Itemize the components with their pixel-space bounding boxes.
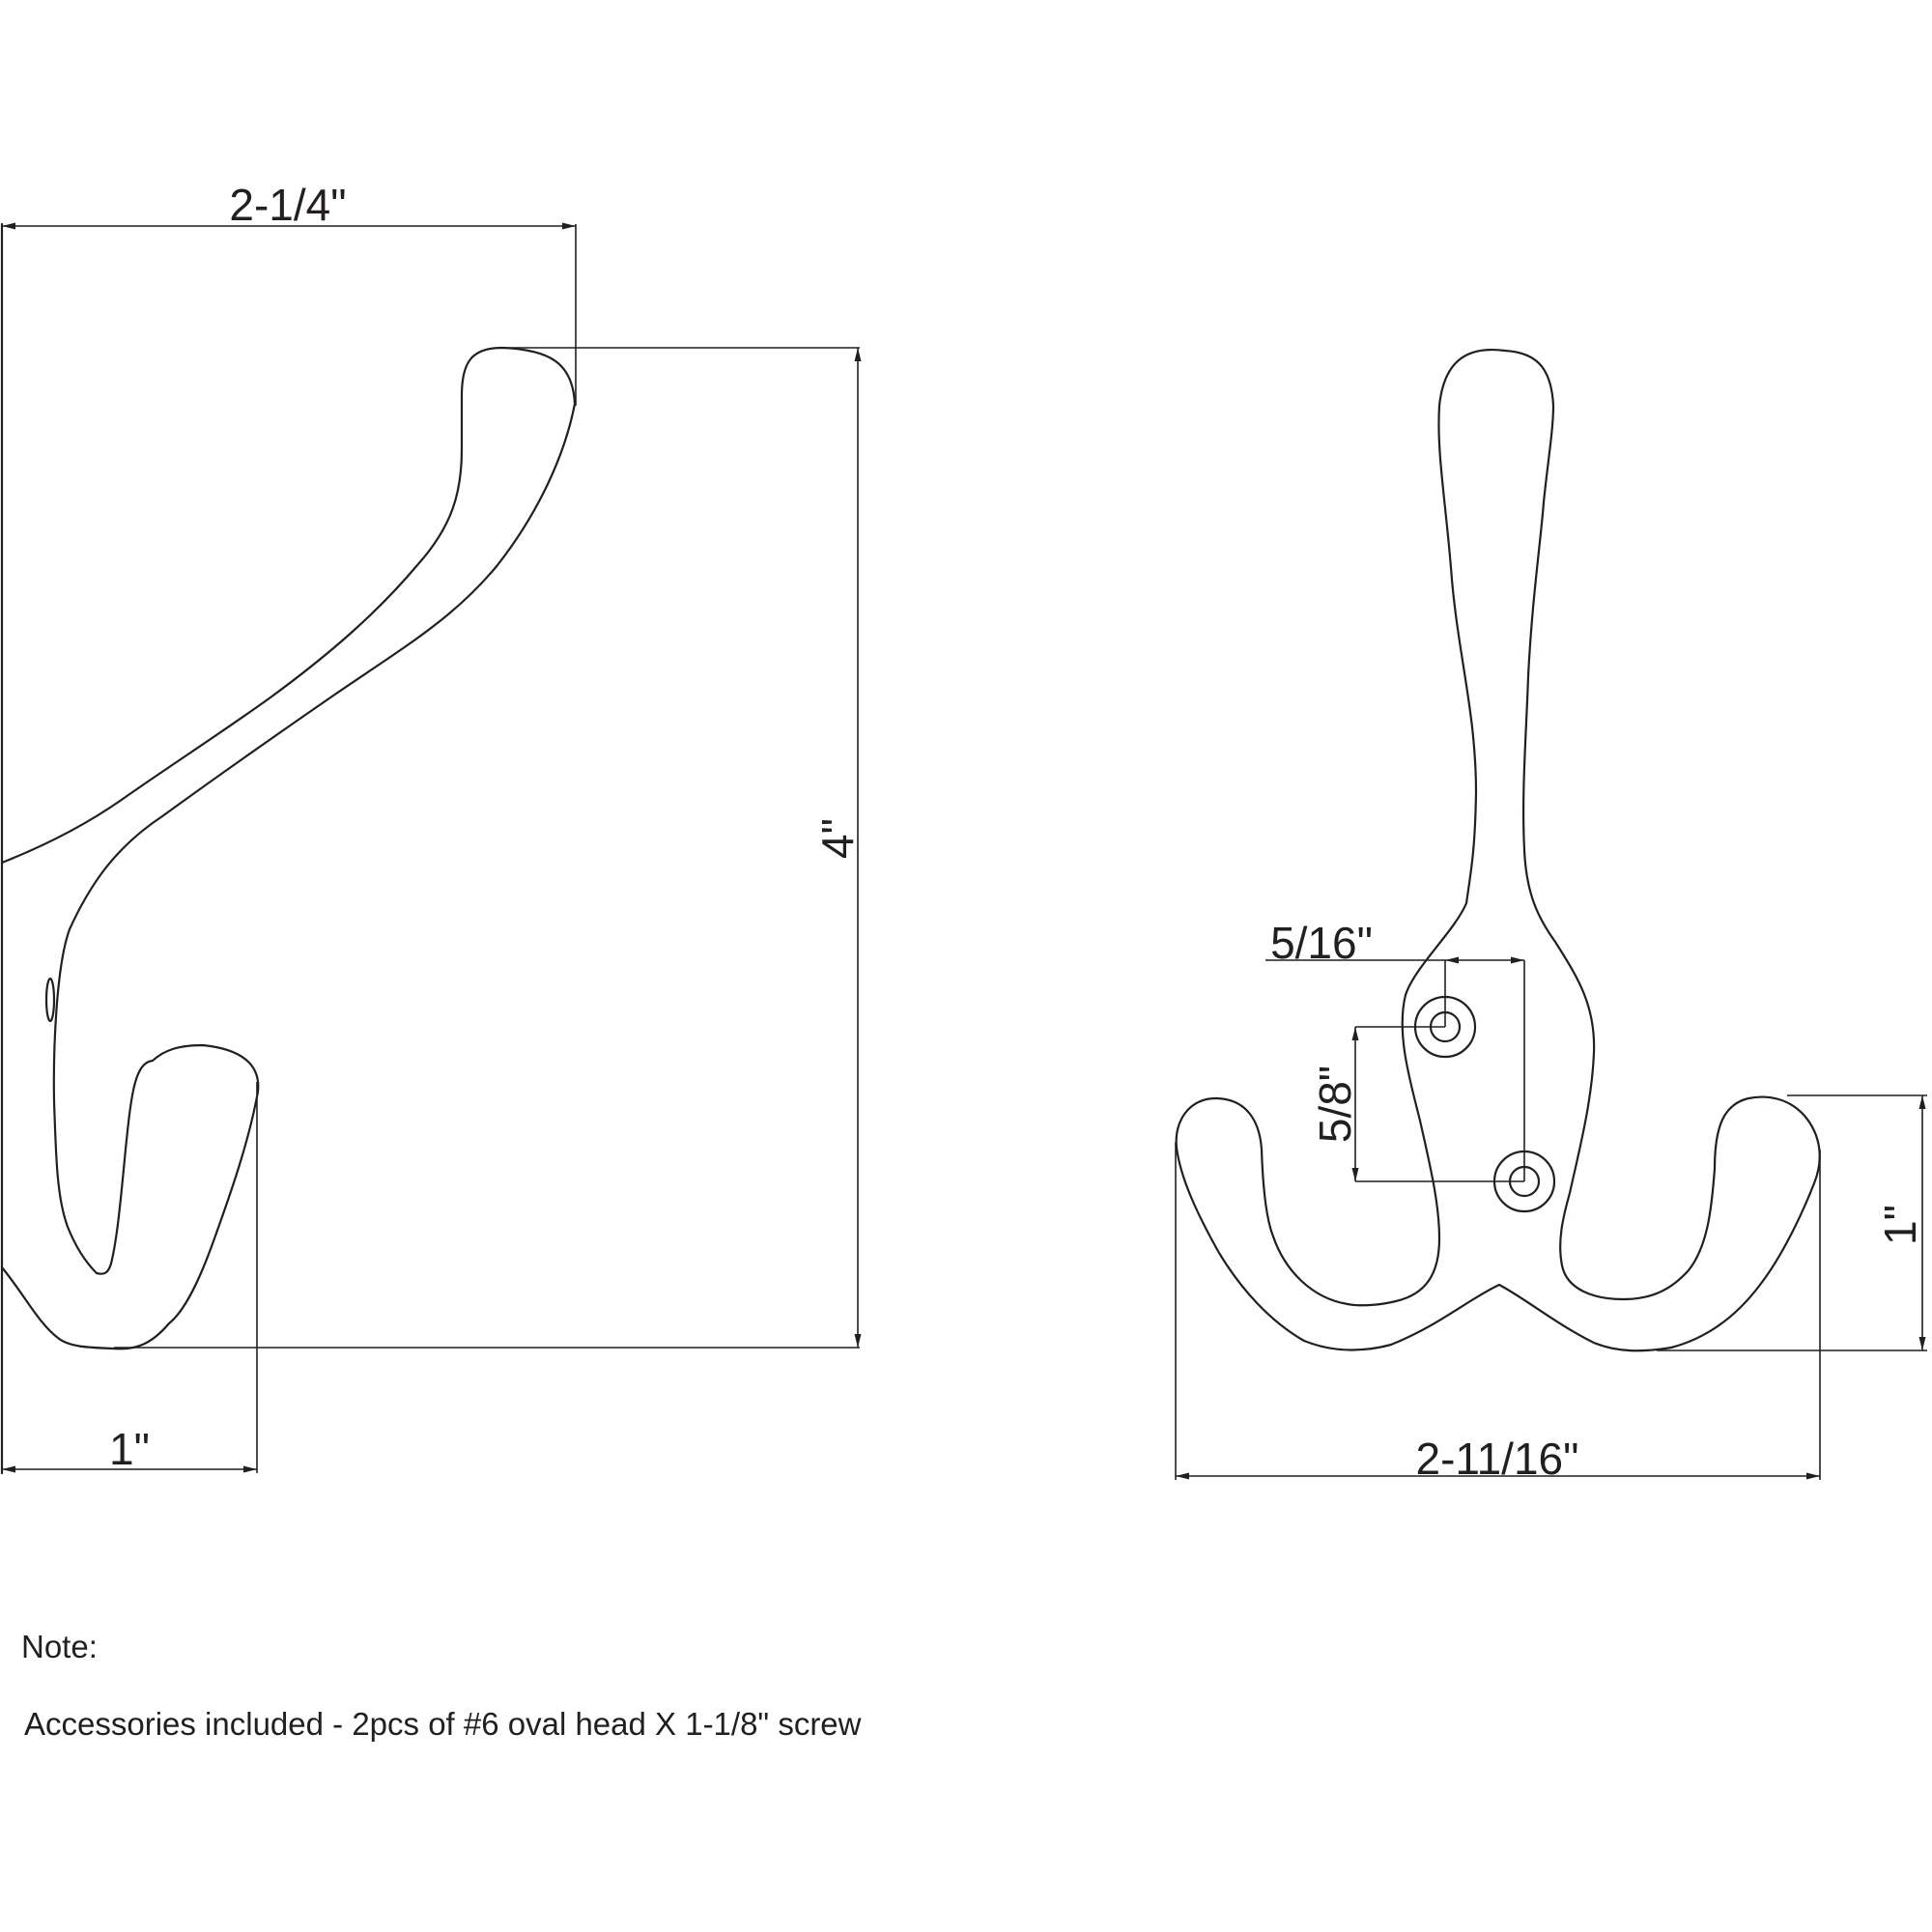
side-view-width-label: 2-1/4": [229, 180, 346, 230]
front-view-width-arrow-right: [1806, 1472, 1820, 1480]
side-view-hook-outline: [0, 346, 577, 1350]
front-view-width-arrow-left: [1176, 1472, 1189, 1480]
front-view-arm-height-arrow-top: [1918, 1095, 1926, 1109]
front-view-hole-offset-arrow-left: [1445, 956, 1459, 964]
front-view-hole-offset-label: 5/16": [1270, 918, 1373, 968]
front-view-hook-body: [1175, 349, 1821, 1352]
side-view-base-label: 1": [109, 1424, 150, 1474]
side-view: 2-1/4" 4" 1": [0, 180, 863, 1475]
front-view-width-label: 2-11/16": [1416, 1434, 1579, 1484]
front-view-hole-spacing-arrow-bottom: [1351, 1168, 1359, 1181]
side-view-height-label: 4": [812, 818, 863, 859]
side-view-screw-slot: [44, 977, 56, 1023]
notes-title: Note:: [21, 1629, 98, 1664]
side-view-base-arrow-right: [243, 1465, 257, 1473]
front-view-arm-height-arrow-bottom: [1918, 1337, 1926, 1350]
side-view-base-arrow-left: [2, 1465, 15, 1473]
front-view: 5/16" 5/8" 1" 2-11/16": [1175, 349, 1927, 1484]
notes-accessories-line: Accessories included - 2pcs of #6 oval h…: [24, 1706, 862, 1742]
front-view-hole-spacing-arrow-top: [1351, 1027, 1359, 1040]
front-view-arm-height-label: 1": [1875, 1205, 1925, 1245]
side-view-height-arrow-bottom: [854, 1334, 862, 1348]
front-view-hole-spacing-label: 5/8": [1310, 1065, 1360, 1143]
front-view-hole-offset-arrow-right: [1511, 956, 1524, 964]
side-view-width-arrow-right: [562, 222, 576, 230]
side-view-width-arrow-left: [2, 222, 15, 230]
side-view-height-arrow-top: [854, 348, 862, 361]
